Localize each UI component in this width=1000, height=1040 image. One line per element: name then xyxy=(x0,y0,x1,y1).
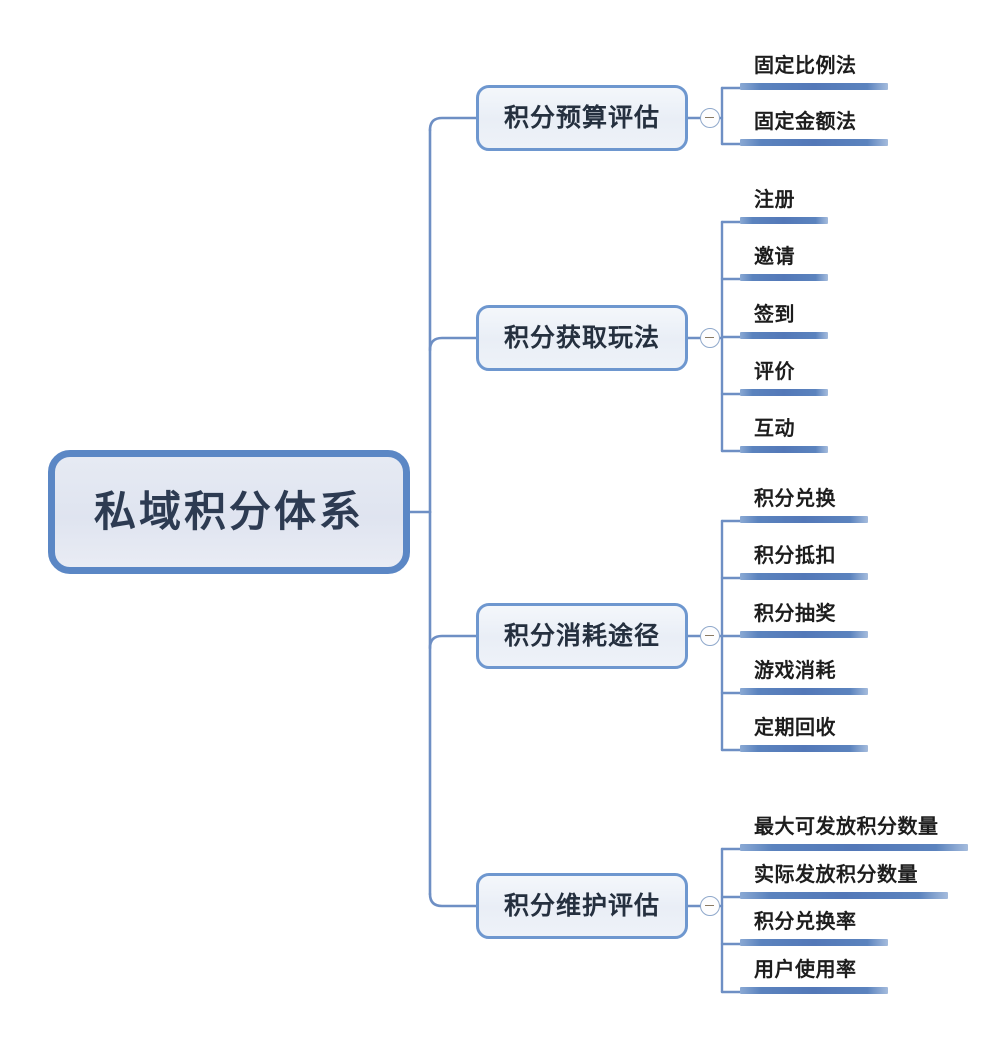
root-node[interactable]: 私域积分体系 xyxy=(48,450,410,574)
branch-node-2-label: 积分获取玩法 xyxy=(503,323,660,352)
leaf-underline xyxy=(740,892,948,899)
leaf-node-2-4[interactable]: 评价 xyxy=(740,362,828,396)
leaf-node-4-1[interactable]: 最大可发放积分数量 xyxy=(740,817,968,851)
branch-node-3[interactable]: 积分消耗途径 xyxy=(476,603,688,669)
leaf-node-3-4[interactable]: 游戏消耗 xyxy=(740,661,868,695)
leaf-node-3-1[interactable]: 积分兑换 xyxy=(740,489,868,523)
branch-node-4[interactable]: 积分维护评估 xyxy=(476,873,688,939)
branch-node-2[interactable]: 积分获取玩法 xyxy=(476,305,688,371)
leaf-node-2-2-label: 邀请 xyxy=(754,246,795,268)
branch-connector-2 xyxy=(428,336,478,352)
leaf-node-4-1-label: 最大可发放积分数量 xyxy=(754,816,939,838)
branch-node-1[interactable]: 积分预算评估 xyxy=(476,85,688,151)
leaf-underline xyxy=(740,939,888,946)
leaf-node-1-2[interactable]: 固定金额法 xyxy=(740,112,888,146)
leaf-underline xyxy=(740,516,868,523)
leaf-node-3-3-label: 积分抽奖 xyxy=(754,603,836,625)
branch-connector-3 xyxy=(428,634,478,650)
leaf-node-4-3[interactable]: 积分兑换率 xyxy=(740,912,888,946)
leaf-underline xyxy=(740,987,888,994)
branch-node-1-label: 积分预算评估 xyxy=(503,103,660,132)
leaf-underline xyxy=(740,844,968,851)
leaf-node-2-5-label: 互动 xyxy=(754,418,795,440)
leaf-node-2-3[interactable]: 签到 xyxy=(740,305,828,339)
leaf-node-2-4-label: 评价 xyxy=(754,361,795,383)
leaf-node-1-2-label: 固定金额法 xyxy=(754,111,857,133)
leaf-node-3-4-label: 游戏消耗 xyxy=(754,660,836,682)
leaf-node-3-5-label: 定期回收 xyxy=(754,717,836,739)
leaf-underline xyxy=(740,217,828,224)
leaf-node-1-1-label: 固定比例法 xyxy=(754,55,857,77)
leaf-node-2-3-label: 签到 xyxy=(754,304,795,326)
leaf-underline xyxy=(740,688,868,695)
leaf-underline xyxy=(740,631,868,638)
leaf-node-3-5[interactable]: 定期回收 xyxy=(740,718,868,752)
leaf-underline xyxy=(740,139,888,146)
leaf-node-3-1-label: 积分兑换 xyxy=(754,488,836,510)
leaf-node-1-1[interactable]: 固定比例法 xyxy=(740,56,888,90)
leaf-underline xyxy=(740,274,828,281)
leaf-underline xyxy=(740,446,828,453)
collapse-minus-icon-2[interactable] xyxy=(700,328,720,348)
collapse-minus-icon-1[interactable] xyxy=(700,108,720,128)
leaf-node-3-3[interactable]: 积分抽奖 xyxy=(740,604,868,638)
branch-node-4-label: 积分维护评估 xyxy=(503,891,660,920)
collapse-minus-icon-3[interactable] xyxy=(700,626,720,646)
leaf-node-4-4-label: 用户使用率 xyxy=(754,959,857,981)
leaf-node-2-1-label: 注册 xyxy=(754,189,795,211)
leaf-node-4-2[interactable]: 实际发放积分数量 xyxy=(740,865,948,899)
leaf-underline xyxy=(740,745,868,752)
branch-node-3-label: 积分消耗途径 xyxy=(503,621,660,650)
collapse-minus-icon-4[interactable] xyxy=(700,896,720,916)
leaf-node-2-1[interactable]: 注册 xyxy=(740,190,828,224)
leaf-underline xyxy=(740,332,828,339)
root-node-label: 私域积分体系 xyxy=(93,488,364,535)
leaf-node-4-4[interactable]: 用户使用率 xyxy=(740,960,888,994)
leaf-node-4-2-label: 实际发放积分数量 xyxy=(754,864,918,886)
leaf-node-2-5[interactable]: 互动 xyxy=(740,419,828,453)
leaf-underline xyxy=(740,389,828,396)
branch-connector-4 xyxy=(428,892,478,908)
leaf-underline xyxy=(740,573,868,580)
leaf-node-3-2-label: 积分抵扣 xyxy=(754,545,836,567)
leaf-node-4-3-label: 积分兑换率 xyxy=(754,911,857,933)
leaf-node-2-2[interactable]: 邀请 xyxy=(740,247,828,281)
leaf-underline xyxy=(740,83,888,90)
leaf-node-3-2[interactable]: 积分抵扣 xyxy=(740,546,868,580)
branch-connector-1 xyxy=(428,116,478,132)
